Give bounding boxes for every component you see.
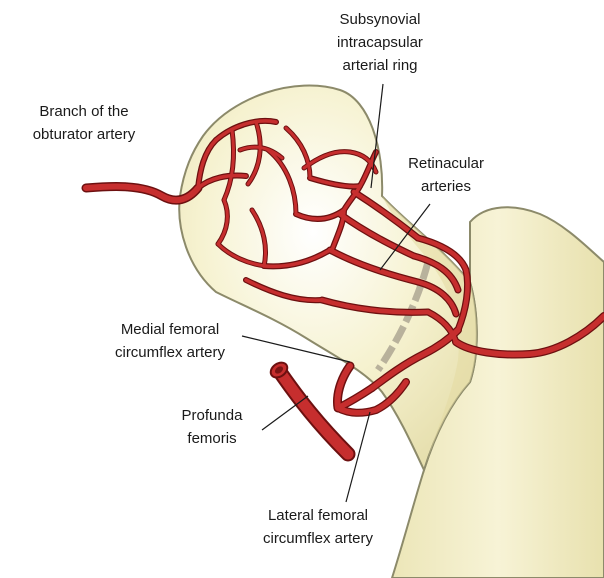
label-profunda-femoris: Profunda femoris xyxy=(182,407,244,447)
label-medial-line-1: Medial femoral xyxy=(121,321,219,338)
label-profunda-line-2: femoris xyxy=(187,430,236,447)
label-retinacular-line-2: arteries xyxy=(421,178,471,195)
label-lateral-line-2: circumflex artery xyxy=(263,530,374,547)
label-ring-line-1: Subsynovial xyxy=(340,11,421,28)
leader-profunda xyxy=(262,396,308,430)
label-medial-femoral-circumflex: Medial femoral circumflex artery xyxy=(115,321,226,361)
label-obturator-line-1: Branch of the xyxy=(39,103,128,120)
label-retinacular-arteries: Retinacular arteries xyxy=(408,155,484,195)
label-obturator-branch: Branch of the obturator artery xyxy=(33,103,136,143)
label-medial-line-2: circumflex artery xyxy=(115,344,226,361)
label-lateral-line-1: Lateral femoral xyxy=(268,507,368,524)
label-subsynovial-ring: Subsynovial intracapsular arterial ring xyxy=(337,11,423,74)
label-profunda-line-1: Profunda xyxy=(182,407,244,424)
label-ring-line-2: intracapsular xyxy=(337,34,423,51)
label-lateral-femoral-circumflex: Lateral femoral circumflex artery xyxy=(263,507,374,547)
label-retinacular-line-1: Retinacular xyxy=(408,155,484,172)
label-ring-line-3: arterial ring xyxy=(342,57,417,74)
label-obturator-line-2: obturator artery xyxy=(33,126,136,143)
